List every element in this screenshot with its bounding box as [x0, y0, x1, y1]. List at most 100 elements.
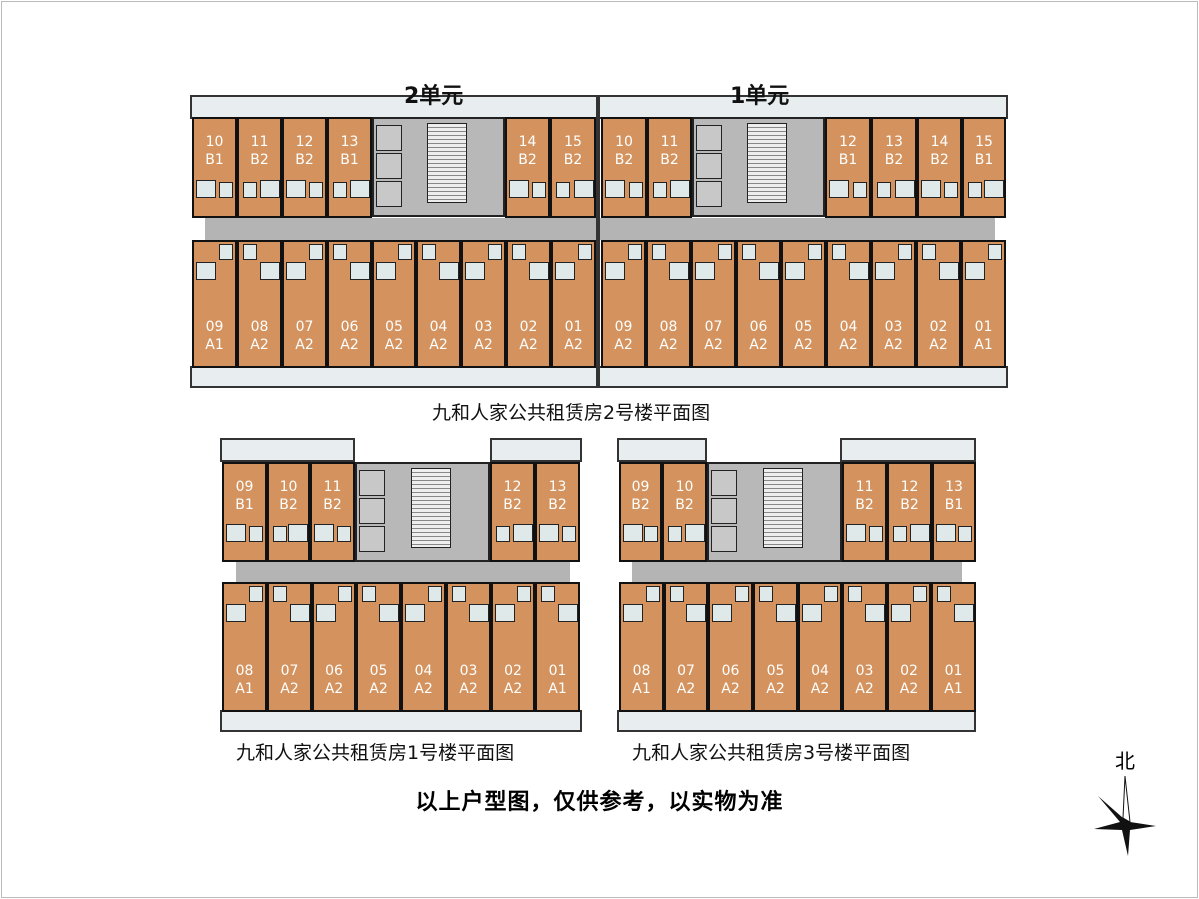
bathroom	[785, 262, 805, 280]
bathroom	[286, 262, 306, 280]
kitchenette	[452, 586, 466, 602]
building-1-caption: 九和人家公共租赁房1号楼平面图	[236, 742, 515, 764]
bathroom	[954, 604, 974, 622]
unit-number: 12	[503, 479, 522, 495]
unit-number: 01	[944, 663, 963, 679]
bathroom	[314, 524, 334, 542]
kitchenette	[937, 586, 951, 602]
unit-number: 08	[632, 663, 651, 679]
kitchenette	[944, 182, 958, 198]
unit-type: A2	[384, 337, 404, 353]
kitchenette	[832, 244, 846, 260]
bathroom	[316, 604, 336, 622]
unit-number: 05	[385, 319, 403, 335]
elevator	[359, 470, 385, 496]
unit-type: A2	[794, 337, 813, 353]
kitchenette	[988, 244, 1002, 260]
bathroom	[895, 180, 915, 198]
bathroom	[670, 180, 690, 198]
unit-number: 04	[839, 319, 858, 335]
kitchenette	[893, 526, 907, 542]
unit-type: A1	[548, 681, 567, 697]
kitchenette	[273, 586, 287, 602]
unit-type: A2	[340, 337, 359, 353]
unit-number: 03	[884, 319, 903, 335]
bathroom	[623, 524, 643, 542]
kitchenette	[629, 182, 643, 198]
unit-type: A2	[676, 681, 696, 697]
kitchenette	[644, 526, 658, 542]
balcony-strip	[490, 438, 582, 462]
unit-type: A2	[503, 681, 523, 697]
bathroom	[574, 180, 594, 198]
elevator	[696, 181, 722, 207]
bathroom	[846, 524, 866, 542]
bathroom	[891, 604, 911, 622]
unit-type: B1	[205, 152, 224, 168]
unit-type: A2	[749, 337, 768, 353]
unit-number: 03	[855, 663, 874, 679]
unit-type: B2	[660, 152, 679, 168]
unit-type: B2	[614, 152, 634, 168]
unit-number: 05	[766, 663, 785, 679]
bathroom	[379, 604, 399, 622]
corridor	[632, 562, 962, 582]
kitchenette	[541, 586, 555, 602]
unit-number: 08	[235, 663, 254, 679]
unit-type: A2	[369, 681, 388, 697]
bathroom	[555, 262, 575, 280]
bathroom	[965, 262, 985, 280]
bathroom	[260, 262, 280, 280]
balcony-strip	[617, 438, 707, 462]
unit-number: 14	[930, 134, 949, 150]
unit-type: B2	[518, 152, 537, 168]
unit-type: A2	[459, 681, 478, 697]
bathroom	[286, 180, 306, 198]
unit-number: 10	[675, 479, 694, 495]
unit-number: 04	[414, 663, 433, 679]
unit-number: 09	[205, 319, 224, 335]
elevator	[696, 125, 722, 151]
unit-number: 07	[677, 663, 695, 679]
bathroom	[350, 180, 370, 198]
kitchenette	[422, 244, 436, 260]
bathroom	[539, 524, 559, 542]
unit-number: 12	[900, 479, 919, 495]
unit-number: 13	[548, 479, 567, 495]
bathroom	[829, 180, 849, 198]
bathroom	[529, 262, 549, 280]
kitchenette	[428, 586, 442, 602]
kitchenette	[273, 526, 287, 542]
elevator	[376, 181, 402, 207]
unit-type: A2	[295, 337, 314, 353]
unit-number: 08	[659, 319, 678, 335]
